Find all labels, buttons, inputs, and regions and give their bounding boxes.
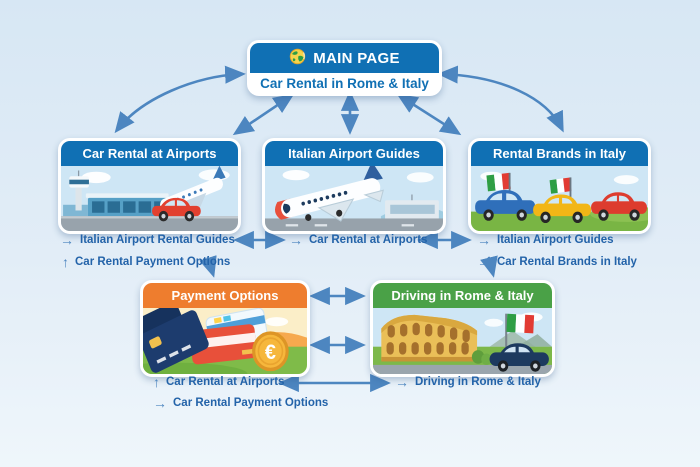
card-rental-brands-in-italy[interactable]: Rental Brands in Italy: [468, 138, 651, 234]
card-title: Driving in Rome & Italy: [373, 283, 552, 308]
payment-cards-illustration: €: [143, 308, 307, 374]
link-italian-airport-guides[interactable]: → Italian Airport Guides: [477, 231, 614, 248]
arrow-main-to-brands-curve: [437, 65, 564, 133]
airport-illustration: [61, 166, 238, 231]
arrow-main-to-airports-curve: [114, 65, 246, 134]
card-title: Payment Options: [143, 283, 307, 308]
link-label: Car Rental Payment Options: [173, 397, 329, 409]
card-title: Rental Brands in Italy: [471, 141, 648, 166]
card-italian-airport-guides[interactable]: Italian Airport Guides: [262, 138, 446, 234]
euro-symbol: €: [265, 340, 276, 364]
rental-cars-illustration: [471, 166, 648, 231]
colosseum-illustration: [373, 308, 552, 374]
main-page-title: MAIN PAGE: [313, 49, 400, 67]
arrow-up-icon: ↑: [153, 373, 160, 390]
card-driving-in-rome-italy[interactable]: Driving in Rome & Italy: [370, 280, 555, 377]
arrow-right-icon: →: [395, 373, 409, 390]
card-payment-options[interactable]: Payment Options: [140, 280, 310, 377]
main-page-header: MAIN PAGE: [250, 43, 439, 73]
arrow-main-to-airports-diagonal: [232, 93, 295, 136]
main-page-subtitle: Car Rental in Rome & Italy: [250, 73, 439, 93]
card-car-rental-at-airports[interactable]: Car Rental at Airports: [58, 138, 241, 234]
arrow-right-icon: →: [289, 231, 303, 248]
link-bottom-car-rental-payment-options[interactable]: → Car Rental Payment Options: [153, 394, 329, 411]
arrow-right-icon: →: [477, 253, 491, 270]
link-label: Car Rental at Airports: [166, 376, 285, 388]
arrow-right-icon: →: [60, 231, 74, 248]
link-label: Car Rental Payment Options: [75, 256, 231, 268]
link-car-rental-payment-options[interactable]: ↑ Car Rental Payment Options: [62, 253, 231, 270]
link-label: Italian Airport Guides: [497, 234, 614, 246]
link-bottom-driving-in-rome-italy[interactable]: → Driving in Rome & Italy: [395, 373, 541, 390]
main-page-node[interactable]: MAIN PAGE Car Rental in Rome & Italy: [247, 40, 442, 96]
link-bottom-car-rental-at-airports[interactable]: ↑ Car Rental at Airports: [153, 373, 285, 390]
link-car-rental-brands-in-italy[interactable]: → Car Rental Brands in Italy: [477, 253, 637, 270]
globe-icon: [289, 48, 306, 68]
link-label: Car Rental at Airports: [309, 234, 428, 246]
arrow-right-icon: →: [153, 394, 167, 411]
arrow-up-icon: ↑: [62, 253, 69, 270]
card-title: Car Rental at Airports: [61, 141, 238, 166]
arrow-main-to-brands-diagonal: [396, 93, 462, 136]
link-label: Driving in Rome & Italy: [415, 376, 541, 388]
airplane-illustration: [265, 166, 443, 231]
link-italian-airport-rental-guides[interactable]: → Italian Airport Rental Guides: [60, 231, 235, 248]
link-label: Car Rental Brands in Italy: [497, 256, 637, 268]
link-car-rental-at-airports[interactable]: → Car Rental at Airports: [289, 231, 428, 248]
link-label: Italian Airport Rental Guides: [80, 234, 235, 246]
arrow-right-icon: →: [477, 231, 491, 248]
card-title: Italian Airport Guides: [265, 141, 443, 166]
